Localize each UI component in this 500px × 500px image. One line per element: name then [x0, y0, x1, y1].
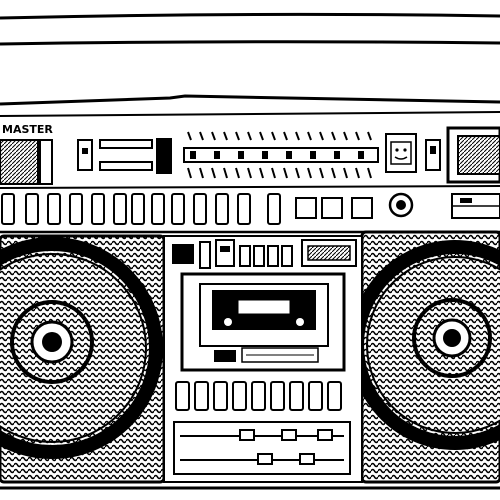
- tuner-tick: [259, 131, 264, 141]
- tuner-tick: [355, 167, 360, 179]
- tuner-tick: [343, 167, 348, 179]
- tuner-tick: [355, 131, 360, 141]
- front-button: [47, 193, 61, 225]
- volume-knob: [388, 192, 414, 218]
- front-button: [171, 193, 185, 225]
- tuner-tick: [307, 131, 312, 141]
- transport-key: [175, 381, 190, 411]
- transport-key: [251, 381, 266, 411]
- front-button: [151, 193, 165, 225]
- tuner-tick: [367, 131, 372, 141]
- tuner-tick: [331, 167, 336, 179]
- tuner-tick: [319, 131, 324, 141]
- front-button: [237, 193, 251, 225]
- tuner-tick: [283, 167, 288, 179]
- tuner-tick: [319, 167, 324, 179]
- face-display: [385, 133, 417, 173]
- tuner-tick: [211, 131, 216, 141]
- front-button: [131, 193, 145, 225]
- tuner-tick: [271, 131, 276, 141]
- tuner-tick: [331, 131, 336, 141]
- tuner-tick: [199, 167, 204, 179]
- tuner-marker: [286, 151, 292, 159]
- transport-key: [327, 381, 342, 411]
- tuner-tick: [343, 131, 348, 141]
- tuner-marker: [310, 151, 316, 159]
- brand-label: MASTER: [2, 123, 53, 136]
- tuner-tick: [223, 131, 228, 141]
- tuner-marker: [238, 151, 244, 159]
- front-button: [113, 193, 127, 225]
- tuner-tick: [223, 167, 228, 179]
- tuner-marker: [334, 151, 340, 159]
- tuner-tick: [187, 167, 192, 179]
- tuner-marker: [262, 151, 268, 159]
- front-switch: [295, 197, 317, 219]
- tuner-marker: [214, 151, 220, 159]
- tuner-tick: [235, 167, 240, 179]
- tuner-tick: [295, 131, 300, 141]
- carry-handle: [0, 12, 500, 46]
- tuner-tick: [367, 167, 372, 179]
- front-button-row: [1, 193, 373, 225]
- tuner-marker: [358, 151, 364, 159]
- tuner-dial: [183, 131, 379, 179]
- front-button: [69, 193, 83, 225]
- left-meter-window: [0, 139, 53, 185]
- right-speaker: [350, 230, 500, 484]
- tuner-tick: [271, 167, 276, 179]
- right-switch-block: [451, 193, 500, 219]
- tuner-tick: [235, 131, 240, 141]
- left-speaker: [0, 234, 166, 484]
- tuner-tick: [199, 131, 204, 141]
- transport-key: [289, 381, 304, 411]
- transport-key: [213, 381, 228, 411]
- front-button: [267, 193, 281, 225]
- cassette-deck: [180, 272, 346, 372]
- transport-keys: [175, 381, 342, 411]
- front-switch: [321, 197, 343, 219]
- equalizer-sliders: [173, 421, 351, 475]
- tuner-tick: [247, 131, 252, 141]
- tuner-tick: [307, 167, 312, 179]
- front-button: [25, 193, 39, 225]
- tuner-tick: [295, 167, 300, 179]
- transport-key: [308, 381, 323, 411]
- transport-key: [232, 381, 247, 411]
- tuner-marker: [190, 151, 196, 159]
- tuner-tick: [247, 167, 252, 179]
- tuner-tick: [187, 131, 192, 141]
- tuner-tick: [283, 131, 288, 141]
- transport-key: [270, 381, 285, 411]
- front-button: [1, 193, 15, 225]
- front-switch: [351, 197, 373, 219]
- front-button: [193, 193, 207, 225]
- tuner-tick: [259, 167, 264, 179]
- right-meter-window: [425, 126, 500, 184]
- top-left-buttons: [77, 138, 172, 174]
- front-button: [215, 193, 229, 225]
- front-button: [91, 193, 105, 225]
- transport-key: [194, 381, 209, 411]
- tuner-tick: [211, 167, 216, 179]
